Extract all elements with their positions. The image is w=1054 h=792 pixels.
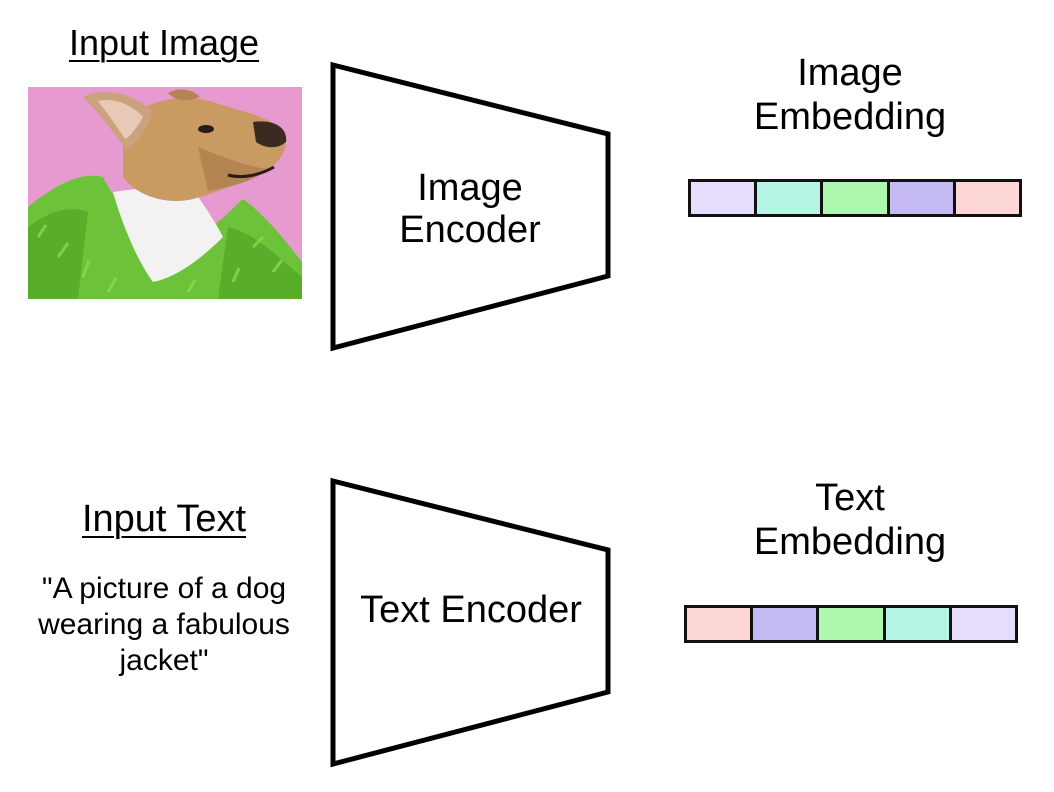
image-embedding-cell bbox=[757, 182, 824, 214]
text-embedding-cell bbox=[819, 608, 886, 640]
text-embedding-cell bbox=[885, 608, 952, 640]
text-embedding-vector bbox=[684, 605, 1018, 643]
image-embedding-label: Image Embedding bbox=[753, 52, 947, 138]
text-embedding-cell bbox=[687, 608, 754, 640]
text-embedding-label: Text Embedding bbox=[753, 477, 947, 563]
image-embedding-cell bbox=[823, 182, 890, 214]
text-embedding-cell bbox=[951, 608, 1016, 640]
image-encoder-label: Image Encoder bbox=[399, 167, 541, 251]
image-embedding-vector bbox=[688, 179, 1022, 217]
image-embedding-cell bbox=[889, 182, 956, 214]
image-embedding-cell bbox=[691, 182, 758, 214]
text-embedding-cell bbox=[753, 608, 820, 640]
image-encoder-shape bbox=[330, 61, 611, 352]
input-text-label: Input Text bbox=[81, 498, 247, 540]
input-image-label: Input Image bbox=[68, 22, 260, 63]
text-encoder-label: Text Encoder bbox=[360, 589, 582, 631]
dog-photo bbox=[28, 87, 302, 299]
image-embedding-cell bbox=[955, 182, 1020, 214]
text-encoder-shape bbox=[330, 477, 611, 768]
input-text-caption: "A picture of a dog wearing a fabulous j… bbox=[38, 572, 290, 677]
